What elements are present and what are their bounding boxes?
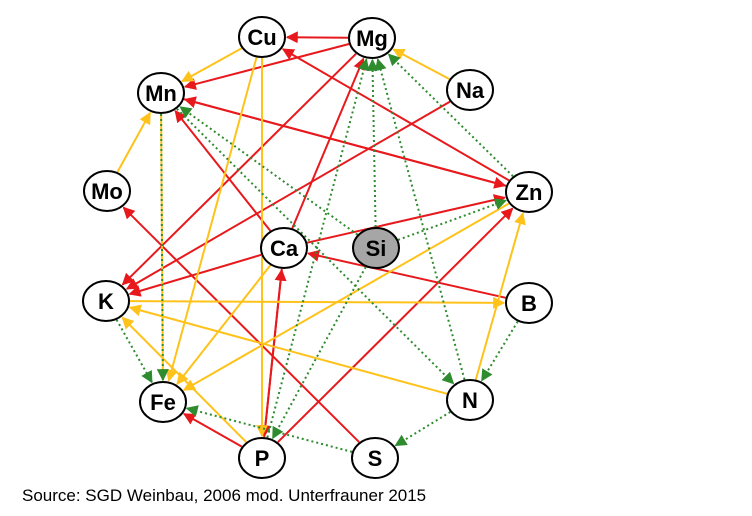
node-fe: Fe bbox=[139, 381, 187, 423]
node-circle bbox=[352, 227, 400, 269]
arrow-si-to-mg bbox=[366, 58, 379, 228]
arrow-si-to-zn bbox=[397, 198, 508, 241]
arrow-mg-to-mn bbox=[183, 43, 350, 90]
arrow-n-to-zn bbox=[474, 212, 526, 380]
arrow-na-to-mg bbox=[392, 48, 450, 80]
node-label: Mg bbox=[356, 26, 388, 51]
node-circle bbox=[82, 280, 130, 322]
arrow-zn-to-fe bbox=[182, 202, 510, 391]
node-circle bbox=[238, 437, 286, 479]
node-mo: Mo bbox=[83, 170, 131, 212]
arrow-ca-to-zn bbox=[306, 194, 506, 244]
arrow-zn-to-cu bbox=[281, 48, 510, 182]
node-circle bbox=[238, 16, 286, 58]
node-ca: Ca bbox=[260, 227, 308, 269]
node-si: Si bbox=[352, 227, 400, 269]
node-n: N bbox=[446, 379, 494, 421]
arrow-ca-to-k bbox=[128, 253, 262, 297]
node-label: P bbox=[255, 446, 270, 471]
node-zn: Zn bbox=[505, 171, 553, 213]
node-mg: Mg bbox=[348, 17, 396, 59]
arrow-cu-to-fe bbox=[165, 57, 258, 382]
node-k: K bbox=[82, 280, 130, 322]
node-label: Ca bbox=[270, 236, 299, 261]
arrow-k-to-b bbox=[129, 296, 506, 309]
arrow-mg-to-cu bbox=[285, 31, 349, 44]
node-circle bbox=[351, 437, 399, 479]
arrow-zn-to-mg bbox=[387, 53, 514, 178]
node-circle bbox=[446, 379, 494, 421]
node-label: Na bbox=[456, 78, 485, 103]
arrow-k-to-fe bbox=[115, 319, 153, 384]
arrow-ca-to-mn bbox=[174, 110, 272, 232]
arrow-s-to-fe bbox=[185, 405, 353, 453]
node-circle bbox=[260, 227, 308, 269]
node-cu: Cu bbox=[238, 16, 286, 58]
arrow-n-to-s bbox=[394, 411, 451, 447]
node-p: P bbox=[238, 437, 286, 479]
arrow-ca-to-mg bbox=[291, 57, 365, 229]
arrow-mn-to-fe bbox=[156, 113, 169, 382]
node-label: Si bbox=[366, 236, 387, 261]
arrow-p-to-k bbox=[121, 316, 248, 443]
node-label: Zn bbox=[516, 180, 543, 205]
node-circle bbox=[446, 69, 494, 111]
node-s: S bbox=[351, 437, 399, 479]
node-circle bbox=[139, 381, 187, 423]
node-circle bbox=[348, 17, 396, 59]
interaction-arrows bbox=[115, 31, 526, 453]
arrow-ca-to-fe bbox=[176, 264, 272, 385]
node-label: S bbox=[368, 446, 383, 471]
node-label: Cu bbox=[247, 25, 276, 50]
arrow-cu-to-mn bbox=[181, 47, 243, 83]
arrow-si-to-mn bbox=[179, 106, 359, 236]
arrow-mn-to-n bbox=[176, 108, 455, 385]
arrow-p-to-mg bbox=[266, 58, 370, 438]
node-label: Mn bbox=[145, 81, 177, 106]
node-label: B bbox=[521, 291, 537, 316]
node-label: K bbox=[98, 289, 114, 314]
arrow-p-to-zn bbox=[277, 207, 514, 443]
source-caption: Source: SGD Weinbau, 2006 mod. Unterfrau… bbox=[22, 486, 427, 505]
node-label: Fe bbox=[150, 390, 176, 415]
node-label: Mo bbox=[91, 179, 123, 204]
node-mn: Mn bbox=[137, 72, 185, 114]
arrow-si-to-p bbox=[271, 266, 367, 440]
node-circle bbox=[83, 170, 131, 212]
arrow-n-to-mg bbox=[374, 58, 466, 380]
node-circle bbox=[505, 171, 553, 213]
node-circle bbox=[137, 72, 185, 114]
arrow-ca-to-p bbox=[259, 268, 283, 438]
arrow-p-to-fe bbox=[182, 413, 243, 448]
node-na: Na bbox=[446, 69, 494, 111]
node-circle bbox=[505, 282, 553, 324]
arrow-n-to-k bbox=[128, 304, 448, 395]
arrow-b-to-ca bbox=[307, 249, 507, 299]
arrow-mo-to-mn bbox=[116, 111, 151, 173]
node-b: B bbox=[505, 282, 553, 324]
node-label: N bbox=[462, 388, 478, 413]
arrow-na-to-k bbox=[125, 100, 451, 290]
arrow-b-to-n bbox=[480, 320, 519, 382]
